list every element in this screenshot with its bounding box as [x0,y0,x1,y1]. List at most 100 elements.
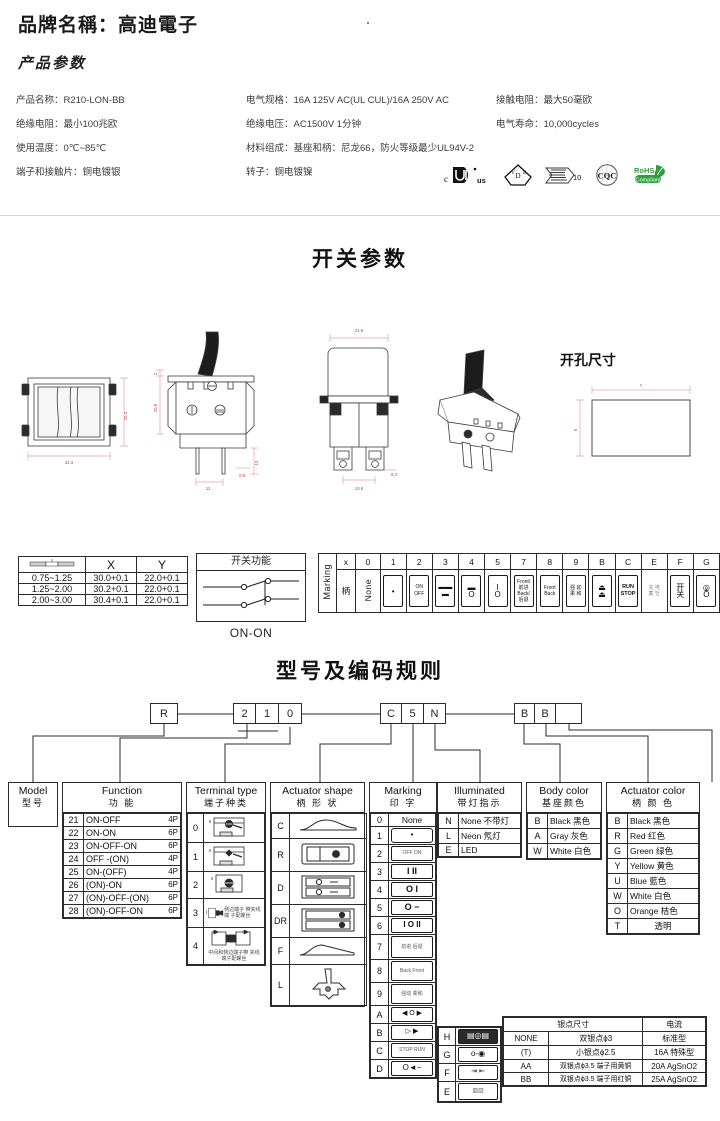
list-item[interactable]: A◀ O ▶ [370,1005,436,1024]
panel-thickness-range: 1.25~2.00 [17,583,87,595]
product-parameters-heading: 产品参数 [18,54,87,72]
spec-row: 绝缘电阻：最小100兆欧 绝缘电压：AC1500V 1分钟 电气寿命：10,00… [16,114,706,138]
cutout-drawing: Y X [562,378,710,475]
function-code: 27 [63,891,84,905]
list-item[interactable]: H▤◎▤ [438,1027,501,1046]
list-item[interactable]: 4 中间和侧边端子带 夹线端子配螺丝 [187,927,265,965]
switch-function-header: 开关功能 [196,553,306,570]
silver-header-current: 电流 [642,1017,706,1032]
list-item[interactable]: DR [271,904,367,938]
terminal-code: 1 [187,842,204,872]
marking-header-en: Marking [384,785,422,797]
silver-spec: 双银点ϕ3.5 端子用黄铜 [547,1059,644,1073]
marking-code: H [438,1027,456,1046]
list-item[interactable]: 0 [187,813,265,843]
svg-text:10: 10 [573,173,581,182]
terminal-code: 2 [187,871,204,899]
spec-row: 使用温度：0℃~85℃ 材料组成：基座和柄：尼龙66，防火等级最少UL94V-2 [16,138,706,162]
list-item[interactable]: L [271,964,367,1006]
marking-code-e: E [640,553,668,570]
marking-code: 5 [370,898,389,917]
double-rocker-icon [289,871,367,905]
panel-col-y: Y [136,556,188,573]
marking-sym: O I [388,880,436,899]
marking-row-label: Marking [318,553,337,613]
body-color-header-en: Body color [539,785,589,797]
marking-sym: 强动 柔和 [388,982,436,1006]
panel-x-value: 30.4+0.1 [85,594,137,606]
actuator-color-code: B [607,813,628,829]
list-item[interactable]: 1• [370,826,436,845]
actuator-color-code: G [607,843,628,859]
back-view-drawing: 21.9 10.8 6.3 [300,318,420,503]
list-item[interactable]: F [271,937,367,965]
list-item[interactable]: 2 [187,871,265,899]
actuator-color-code: T [607,918,628,934]
actuator-color-label: Yellow 黄色 [627,858,699,874]
code-box-model: R [150,703,178,724]
svg-text:RoHS: RoHS [634,166,654,175]
list-item[interactable]: R [271,838,367,872]
list-item[interactable]: F⇥ ⇤ [438,1063,501,1082]
list-item[interactable]: B▷ ▶ [370,1023,436,1042]
list-item[interactable]: C [271,813,367,839]
list-item[interactable]: E▥▥ [438,1081,501,1102]
marking-symbol-strong-soft: 强 动柔 和 [562,569,590,613]
terminal-code: 4 [187,927,204,965]
function-code: 24 [63,852,84,866]
marking-sym: I O II [388,916,436,935]
panel-thickness-range: 0.75~1.25 [17,572,87,584]
list-item[interactable]: 3 侧边端子 带夹线端 子配螺丝 [187,898,265,928]
curved-rocker-icon [289,813,367,839]
marking-sym: None [388,813,436,827]
marking-code-strip: Marking x 0 1 2 3 4 5 7 8 9 B C E F G 柄 … [318,553,720,613]
marking-code: 3 [370,862,389,881]
table-header-row: 银点尺寸 电流 [502,1017,706,1032]
panel-x-value: 30.2+0.1 [85,583,137,595]
code-box-function-2: 1 [256,703,279,724]
list-item[interactable]: 1 [187,842,265,872]
silver-current: 20A AgSnO2 [642,1059,706,1073]
silver-current: 标准型 [642,1031,706,1046]
list-item[interactable]: D [271,871,367,905]
